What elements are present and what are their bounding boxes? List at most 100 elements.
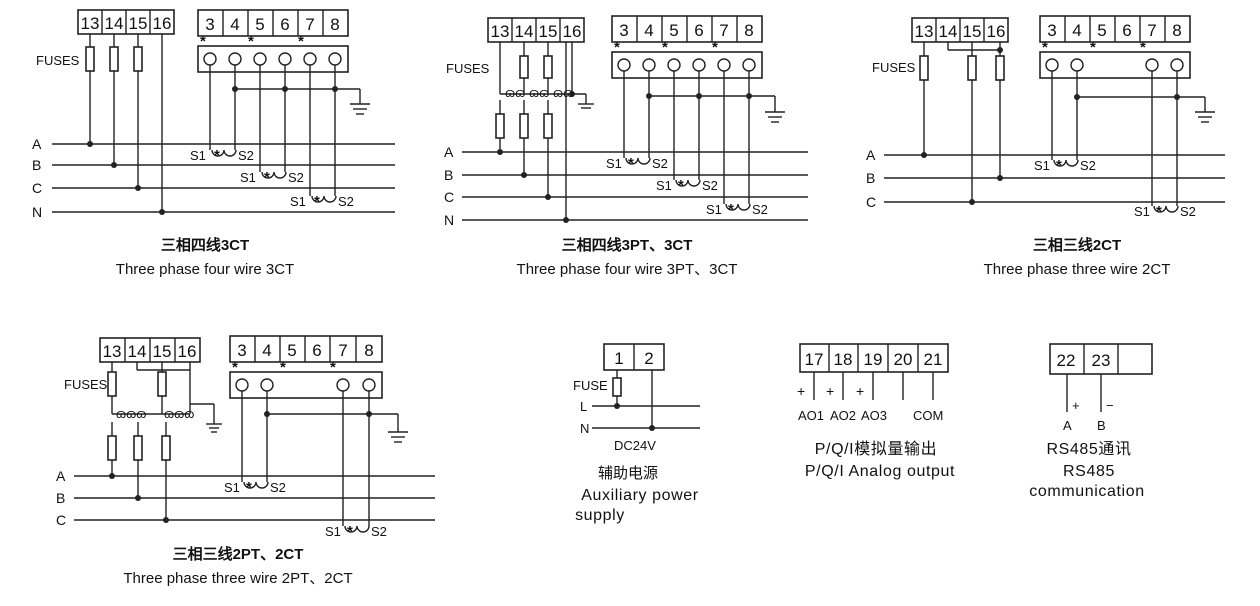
- terminal-5: 5: [1097, 21, 1106, 40]
- ct-a-s1: S1: [190, 148, 206, 163]
- label-a: A: [1063, 418, 1072, 433]
- terminal-block-current: 3 4 5 6 7 8 * * *: [197, 9, 349, 73]
- caption-en-line1: RS485: [1063, 463, 1115, 480]
- terminal-14: 14: [105, 14, 124, 33]
- ct-a-s1: S1: [1034, 158, 1050, 173]
- svg-text:*: *: [298, 33, 304, 50]
- ct-b-s1: S1: [656, 178, 672, 193]
- terminal-5: 5: [255, 15, 264, 34]
- caption-en: P/Q/I Analog output: [805, 463, 955, 480]
- caption-en: Three phase three wire 2PT、2CT: [123, 570, 352, 587]
- ct-c-s2: S2: [338, 194, 354, 209]
- terminal-5: 5: [669, 21, 678, 40]
- svg-text:ɷɷ: ɷɷ: [553, 85, 573, 100]
- terminal-7: 7: [305, 15, 314, 34]
- terminal-7: 7: [719, 21, 728, 40]
- terminal-19: 19: [864, 350, 883, 369]
- svg-text:*: *: [1090, 39, 1096, 56]
- ct-a-s1: S1: [224, 480, 240, 495]
- terminal-16: 16: [563, 22, 582, 41]
- ct-c-s2: S2: [752, 202, 768, 217]
- terminal-4: 4: [230, 15, 239, 34]
- phase-a-label: A: [444, 144, 454, 160]
- terminal-1: 1: [614, 349, 623, 368]
- ct-c-s2: S2: [371, 524, 387, 539]
- terminal-15: 15: [129, 14, 148, 33]
- terminal-16: 16: [153, 14, 172, 33]
- svg-text:*: *: [246, 479, 252, 496]
- fuses-label: FUSES: [446, 61, 490, 76]
- phase-b-label: B: [866, 170, 875, 186]
- svg-text:*: *: [1056, 157, 1062, 174]
- svg-text:*: *: [214, 147, 220, 164]
- ao3-label: AO3: [861, 408, 887, 423]
- diagram-3p4w-3ct: 13 14 15 16 3 4 5 6 7 8 * * * FUSES: [32, 9, 395, 278]
- terminal-3: 3: [619, 21, 628, 40]
- diagram-3p3w-2ct: 13 14 15 16 3 4 5 6 7 8 * * * FUSES A: [866, 15, 1225, 278]
- terminal-6: 6: [1122, 21, 1131, 40]
- terminal-22: 22: [1057, 351, 1076, 370]
- terminal-16: 16: [178, 342, 197, 361]
- terminal-5: 5: [287, 341, 296, 360]
- terminal-13: 13: [915, 22, 934, 41]
- terminal-14: 14: [515, 22, 534, 41]
- caption-en-line2: supply: [575, 507, 625, 524]
- phase-n-label: N: [32, 204, 42, 220]
- terminal-21: 21: [924, 350, 943, 369]
- phase-c-label: C: [32, 180, 42, 196]
- terminal-2: 2: [644, 349, 653, 368]
- terminal-14: 14: [939, 22, 958, 41]
- terminal-8: 8: [330, 15, 339, 34]
- caption-cn: 三相四线3CT: [161, 236, 249, 254]
- ao1-label: AO1: [798, 408, 824, 423]
- svg-text:ɷɷ: ɷɷ: [505, 85, 525, 100]
- svg-text:*: *: [1140, 39, 1146, 56]
- ct-a-s2: S2: [652, 156, 668, 171]
- svg-text:*: *: [314, 193, 320, 210]
- phase-a-label: A: [866, 147, 876, 163]
- svg-text:ɷɷɷ: ɷɷɷ: [164, 406, 194, 421]
- terminal-20: 20: [894, 350, 913, 369]
- terminal-13: 13: [81, 14, 100, 33]
- ct-c-s1: S1: [290, 194, 306, 209]
- caption-en: Three phase three wire 2CT: [984, 261, 1171, 278]
- caption-cn: RS485通讯: [1046, 440, 1131, 458]
- fuse-label: FUSE: [573, 378, 608, 393]
- caption-cn: 三相三线2CT: [1033, 236, 1121, 254]
- terminal-23: 23: [1092, 351, 1111, 370]
- ao2-plus: +: [826, 383, 834, 399]
- caption-cn: 辅助电源: [598, 465, 658, 482]
- svg-text:*: *: [200, 33, 206, 50]
- terminal-8: 8: [1172, 21, 1181, 40]
- terminal-3: 3: [1047, 21, 1056, 40]
- terminal-6: 6: [280, 15, 289, 34]
- terminal-15: 15: [153, 342, 172, 361]
- phase-n-label: N: [444, 212, 454, 228]
- svg-text:ɷɷɷ: ɷɷɷ: [116, 406, 146, 421]
- ct-a-s2: S2: [270, 480, 286, 495]
- phase-a-label: A: [32, 136, 42, 152]
- phase-a-label: A: [56, 468, 66, 484]
- fuse-c: [133, 46, 143, 72]
- terminal-block-voltage: 13 14 15 16: [77, 9, 175, 35]
- svg-text:*: *: [330, 359, 336, 376]
- diagram-3p4w-3pt-3ct: 13 14 15 16 3 4 5 6 7 8 * * * FUSES: [444, 15, 808, 278]
- phase-c-label: C: [866, 194, 876, 210]
- ct-c-s1: S1: [1134, 204, 1150, 219]
- phase-c-label: C: [56, 512, 66, 528]
- ao1-plus: +: [797, 383, 805, 399]
- terminal-4: 4: [1072, 21, 1081, 40]
- phase-c-label: C: [444, 189, 454, 205]
- ct-c-s1: S1: [706, 202, 722, 217]
- terminal-18: 18: [834, 350, 853, 369]
- terminal-13: 13: [491, 22, 510, 41]
- diagram-aux-power: 1 2 FUSE L N DC24V 辅助电源 Auxiliary power …: [573, 343, 700, 524]
- minus-sign: −: [1106, 398, 1114, 413]
- ct-a-s2: S2: [1080, 158, 1096, 173]
- svg-text:ɷɷ: ɷɷ: [529, 85, 549, 100]
- caption-en-line1: Auxiliary power: [581, 487, 699, 504]
- terminal-4: 4: [262, 341, 271, 360]
- ct-b-s2: S2: [288, 170, 304, 185]
- n-label: N: [580, 421, 589, 436]
- svg-text:*: *: [678, 177, 684, 194]
